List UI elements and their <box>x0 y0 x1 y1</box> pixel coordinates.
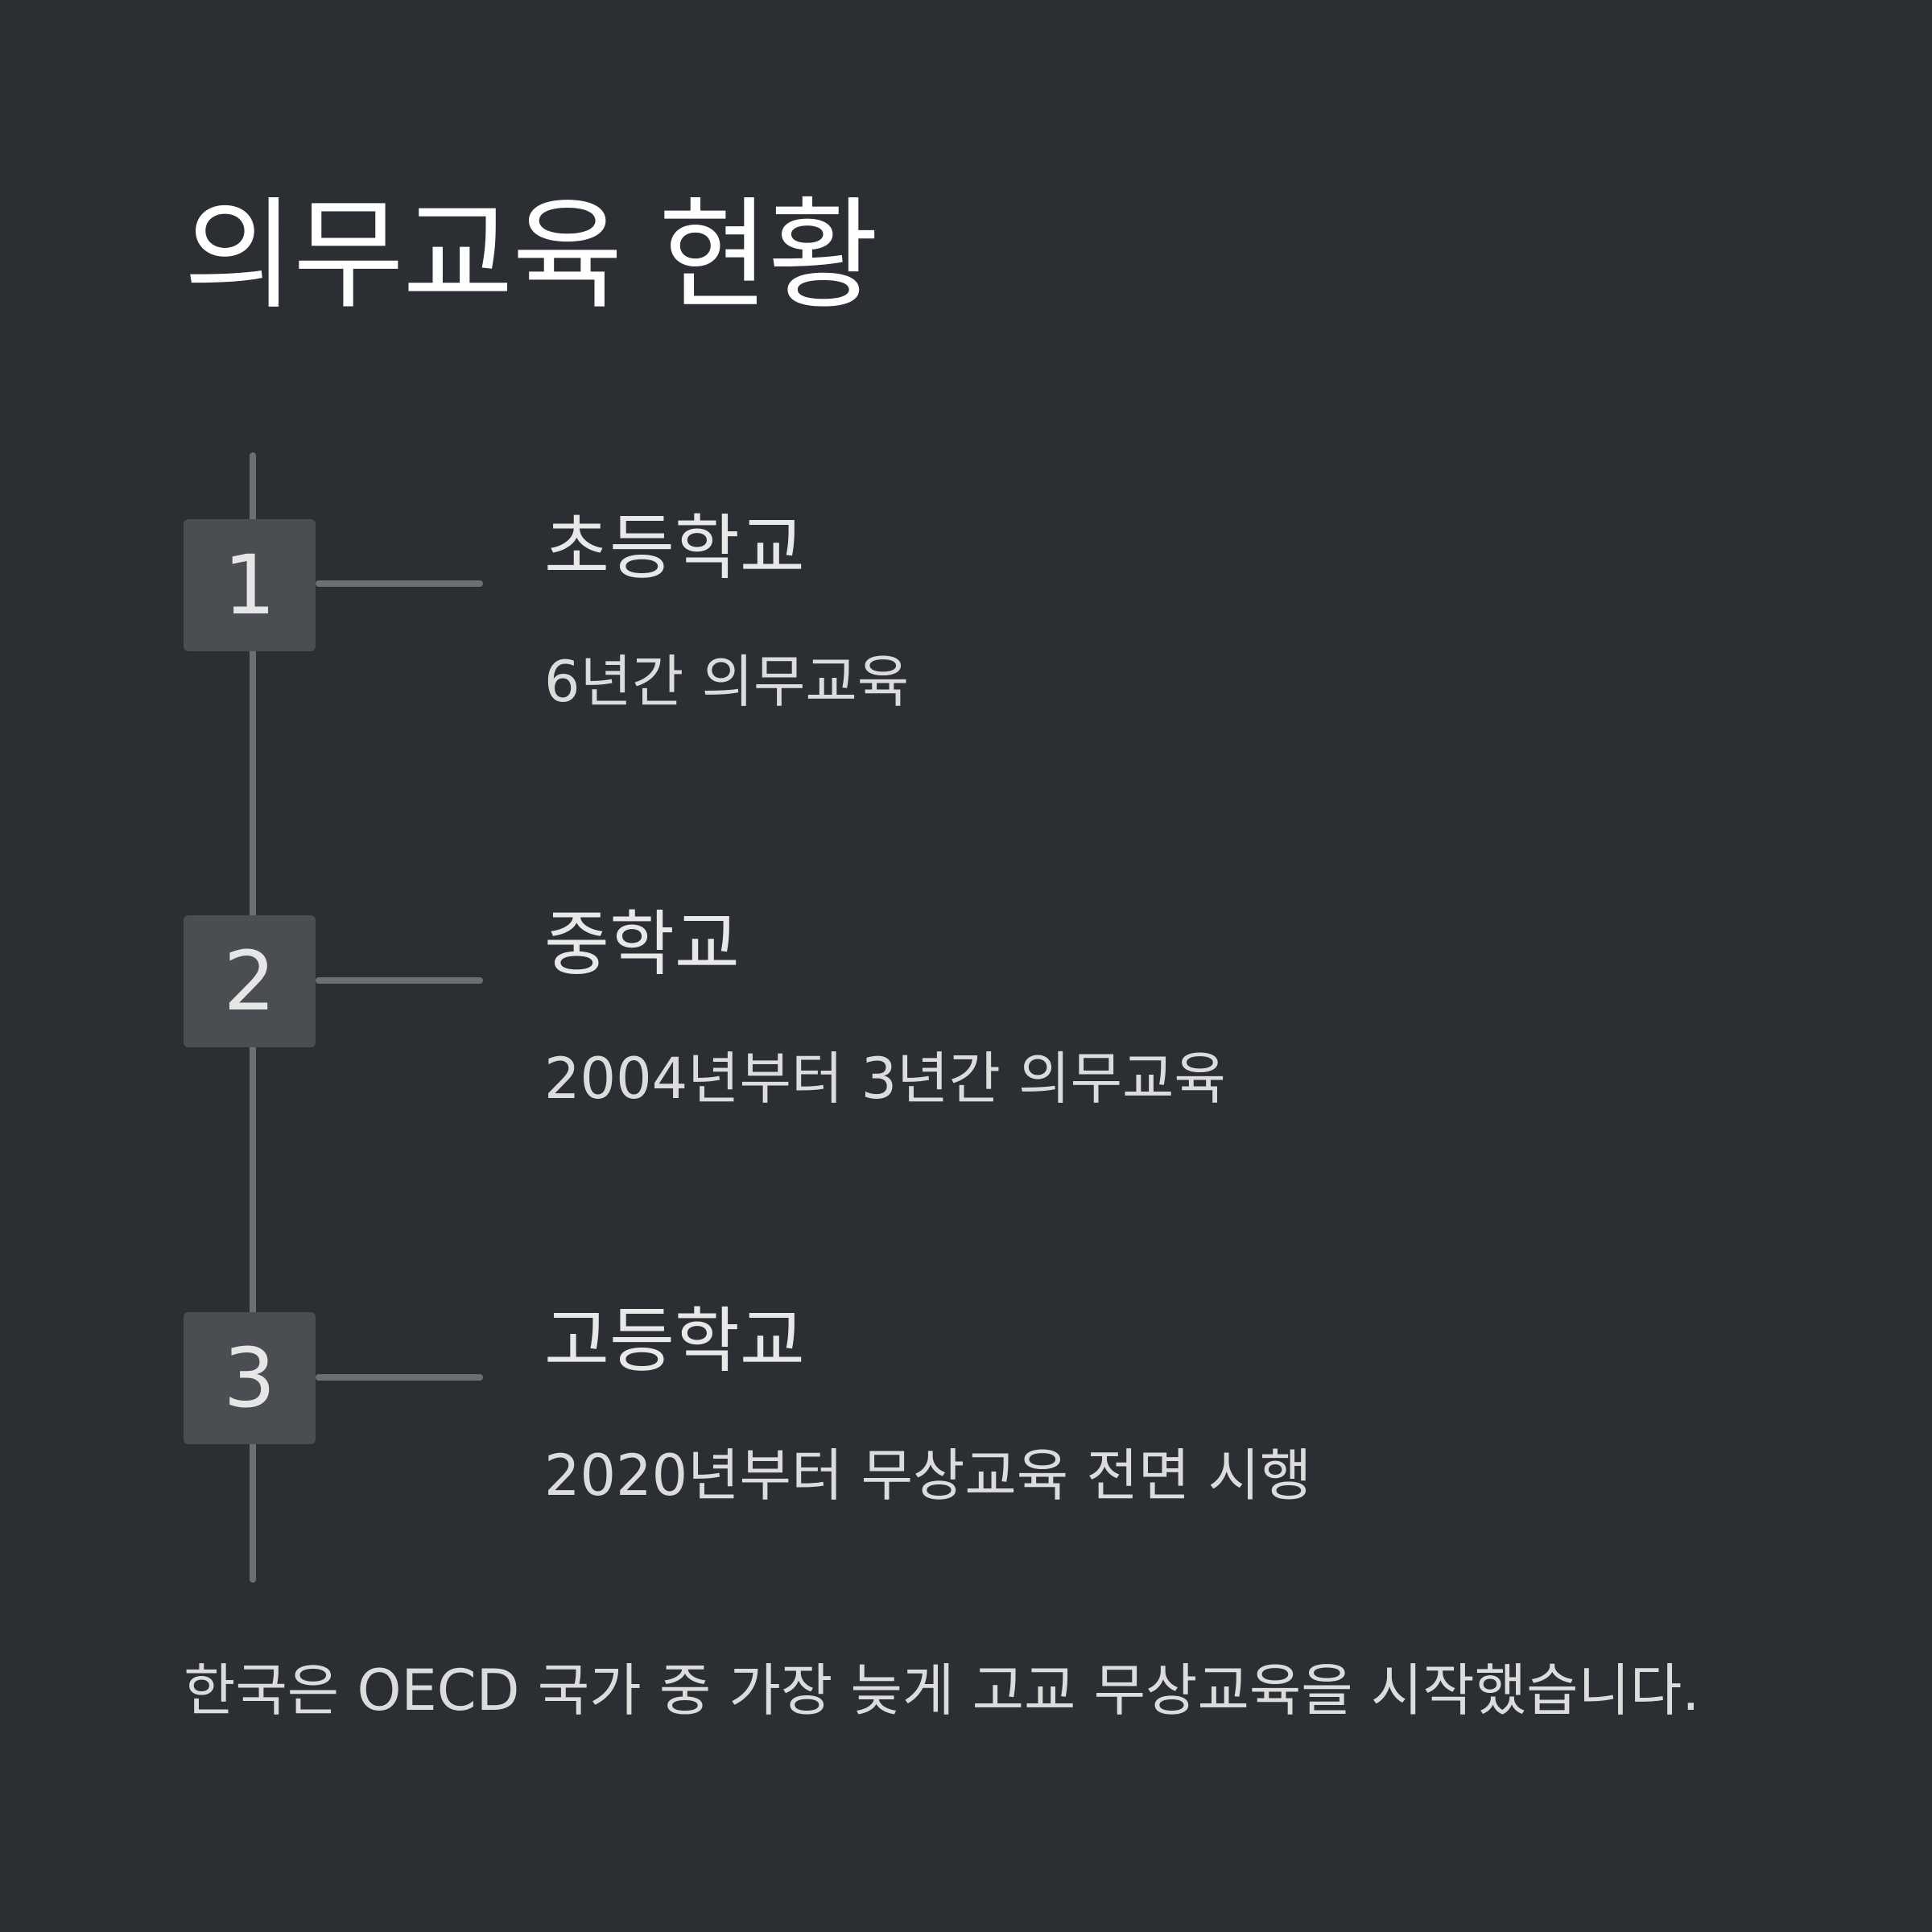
step-heading-3: 고등학교 <box>544 1299 805 1382</box>
step-number-box-3: 3 <box>184 1312 316 1444</box>
step-heading-2: 중학교 <box>544 902 740 985</box>
step-description-1: 6년간 의무교육 <box>544 649 910 715</box>
step-number-box-2: 2 <box>184 915 316 1047</box>
step-connector-2 <box>316 977 483 984</box>
step-connector-1 <box>316 580 483 587</box>
step-connector-3 <box>316 1374 483 1381</box>
step-description-3: 2020년부터 무상교육 전면 시행 <box>544 1443 1312 1509</box>
page-title: 의무교육 현황 <box>184 186 879 326</box>
step-heading-1: 초등학교 <box>544 506 805 589</box>
step-number-box-1: 1 <box>184 519 316 651</box>
step-description-2: 2004년부터 3년간 의무교육 <box>544 1046 1226 1112</box>
footer-note: 한국은 OECD 국가 중 가장 늦게 고교 무상교육을 시작했습니다. <box>184 1657 1700 1724</box>
